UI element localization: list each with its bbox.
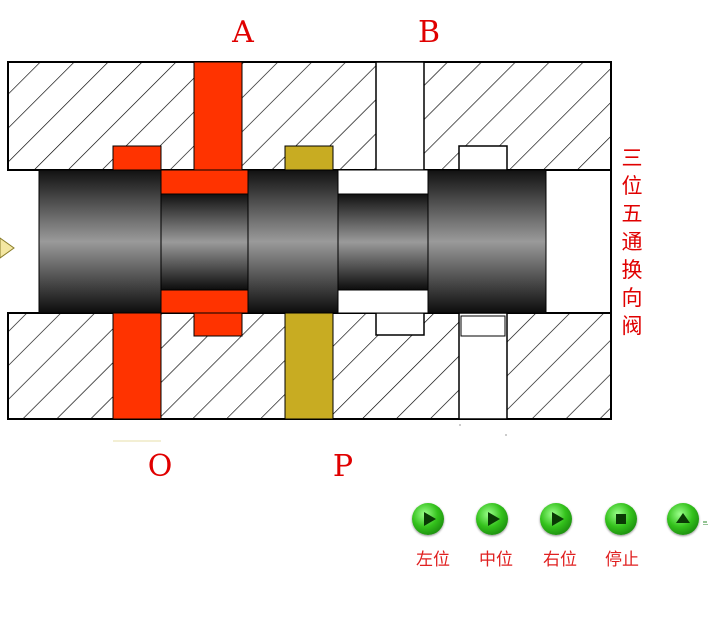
title-char: 阀 [622, 314, 643, 338]
title-char: 向 [622, 286, 643, 310]
title-char: 五 [622, 202, 643, 226]
title-char: 通 [622, 230, 643, 254]
port-label-o: O [148, 449, 173, 484]
clipped-label-fragment [702, 515, 709, 525]
port-label-b: B [418, 15, 440, 50]
spool-land [427, 169, 547, 314]
spool-land [38, 169, 162, 314]
port-label-p: P [333, 449, 353, 484]
eject-button[interactable] [667, 503, 699, 535]
vertical-title: 三 位 五 通 换 向 阀 [622, 146, 643, 338]
play-icon [488, 512, 500, 526]
right-position-button[interactable] [540, 503, 572, 535]
eject-icon [676, 513, 690, 523]
middle-position-button[interactable] [476, 503, 508, 535]
left-position-button[interactable] [412, 503, 444, 535]
port-label-a: A [231, 15, 254, 50]
actuator-arrow-icon [0, 237, 15, 259]
spool-land [247, 169, 339, 314]
stop-button[interactable] [605, 503, 637, 535]
port-b-passage [375, 61, 508, 420]
play-icon [424, 512, 436, 526]
pressure-oil-red [112, 61, 249, 420]
spool-neck [160, 193, 249, 291]
middle-position-label: 中位 [479, 550, 513, 570]
stop-label: 停止 [605, 550, 639, 570]
title-char: 三 [622, 146, 643, 170]
supply-oil-yellow [284, 145, 334, 420]
right-position-label: 右位 [543, 550, 577, 570]
left-position-label: 左位 [416, 550, 450, 570]
spool [38, 169, 547, 314]
title-char: 位 [622, 174, 643, 198]
stop-icon [616, 514, 626, 524]
spool-neck [337, 193, 429, 291]
play-icon [552, 512, 564, 526]
title-char: 换 [622, 258, 643, 282]
